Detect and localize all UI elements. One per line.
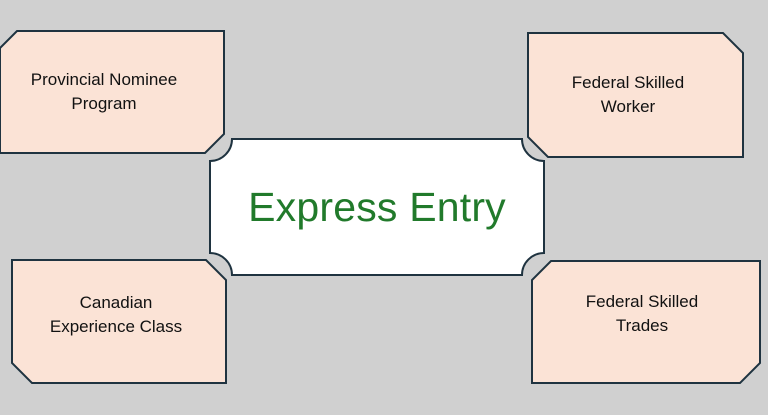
node-label-provincial-nominee-program: Provincial Nominee Program xyxy=(30,70,178,113)
center-label-express-entry: Express Entry xyxy=(248,184,506,230)
node-shape-provincial-nominee-program xyxy=(0,30,225,154)
node-shape-canadian-experience-class xyxy=(11,259,227,384)
center-shape-express-entry xyxy=(209,138,545,276)
node-shape-federal-skilled-trades xyxy=(531,260,761,384)
node-label-canadian-experience-class: Canadian Experience Class xyxy=(49,293,183,336)
node-label-federal-skilled-worker: Federal Skilled Worker xyxy=(571,73,685,116)
node-label-federal-skilled-trades: Federal Skilled Trades xyxy=(585,292,699,335)
node-shape-federal-skilled-worker xyxy=(527,32,744,158)
